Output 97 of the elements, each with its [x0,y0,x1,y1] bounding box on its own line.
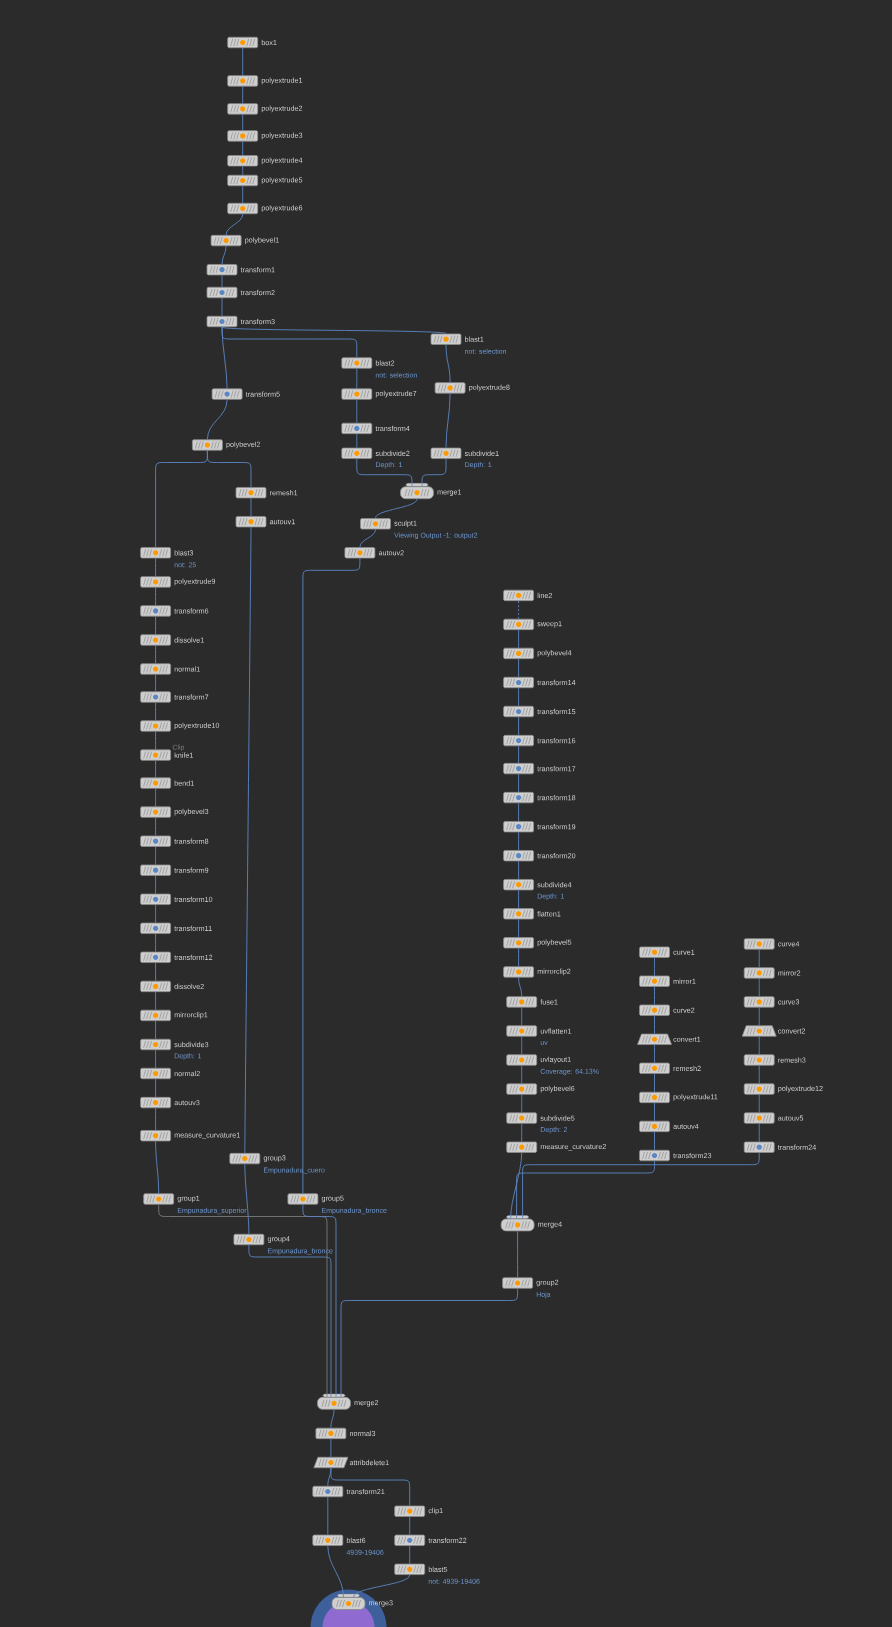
wire [356,399,358,424]
wire [421,458,447,487]
wire [521,1036,523,1055]
wire [221,297,223,317]
wire [155,846,157,865]
wire [221,274,223,288]
wire [155,904,157,924]
wire [654,957,655,976]
wire [155,1140,160,1194]
wire [654,1131,655,1151]
wire [155,788,157,807]
wire [155,731,157,750]
wire [654,1102,655,1122]
wire [409,1545,411,1565]
wire [155,962,157,982]
wire [242,166,244,176]
wire [242,141,244,156]
wire [155,1020,157,1040]
wire [242,47,244,76]
wire [518,716,520,736]
wire [518,860,520,880]
wire [445,344,451,383]
wire [221,326,447,334]
wire [521,1065,523,1084]
wire [242,185,244,204]
wire [155,702,157,721]
wire [521,1123,523,1142]
wire [518,889,520,909]
wire [518,600,520,620]
wire [654,1073,655,1093]
wire [353,1574,411,1598]
wire [356,433,358,449]
wire [375,498,418,519]
wire [521,1007,523,1026]
wire [242,114,244,131]
wire [758,978,760,997]
wire [155,760,157,778]
wire [758,1036,760,1055]
wire [221,245,227,265]
wire [206,450,252,488]
wire [356,368,358,389]
wire [518,948,520,967]
wire [518,687,520,707]
wire [206,399,228,440]
wire [330,1467,411,1506]
wire [225,213,244,236]
wire [158,1204,328,1398]
wire [409,1516,411,1536]
wire [518,773,520,793]
wire [155,933,157,953]
wire [518,919,520,938]
wire [654,1015,655,1035]
wire [758,949,760,968]
wire [758,1094,760,1113]
wire [516,1160,655,1219]
wire [244,526,252,1154]
wire [521,1094,523,1113]
wire [518,831,520,851]
wire [155,875,157,895]
wire [155,1049,157,1069]
wire [155,558,157,577]
wire [302,558,361,1194]
wire [155,616,157,635]
wire [330,1438,332,1458]
wire [155,674,157,692]
wire [155,587,157,606]
wire [758,1007,760,1026]
wire [758,1065,760,1084]
wire [302,1204,337,1398]
wire [359,529,376,548]
wire [248,1244,332,1398]
wire [244,1163,250,1235]
wire [356,458,413,487]
wire [330,1409,335,1429]
wire [155,817,157,836]
wire [155,991,157,1011]
wire [327,1545,344,1598]
wire [510,1152,523,1219]
wire [155,645,157,664]
wire [327,1496,329,1536]
wire [242,86,244,104]
wire [518,629,520,649]
wire [758,1123,760,1142]
wire [518,745,520,764]
wire [517,1230,519,1278]
wire [155,1107,157,1131]
wire [250,497,252,517]
wire [340,1288,519,1398]
wire [445,393,451,449]
wire [518,658,520,678]
wire [518,802,520,822]
wire [654,986,655,1005]
wire [518,977,523,997]
wire [221,326,228,389]
wire [654,1044,655,1064]
wire [155,1078,157,1098]
wire [522,1152,760,1219]
